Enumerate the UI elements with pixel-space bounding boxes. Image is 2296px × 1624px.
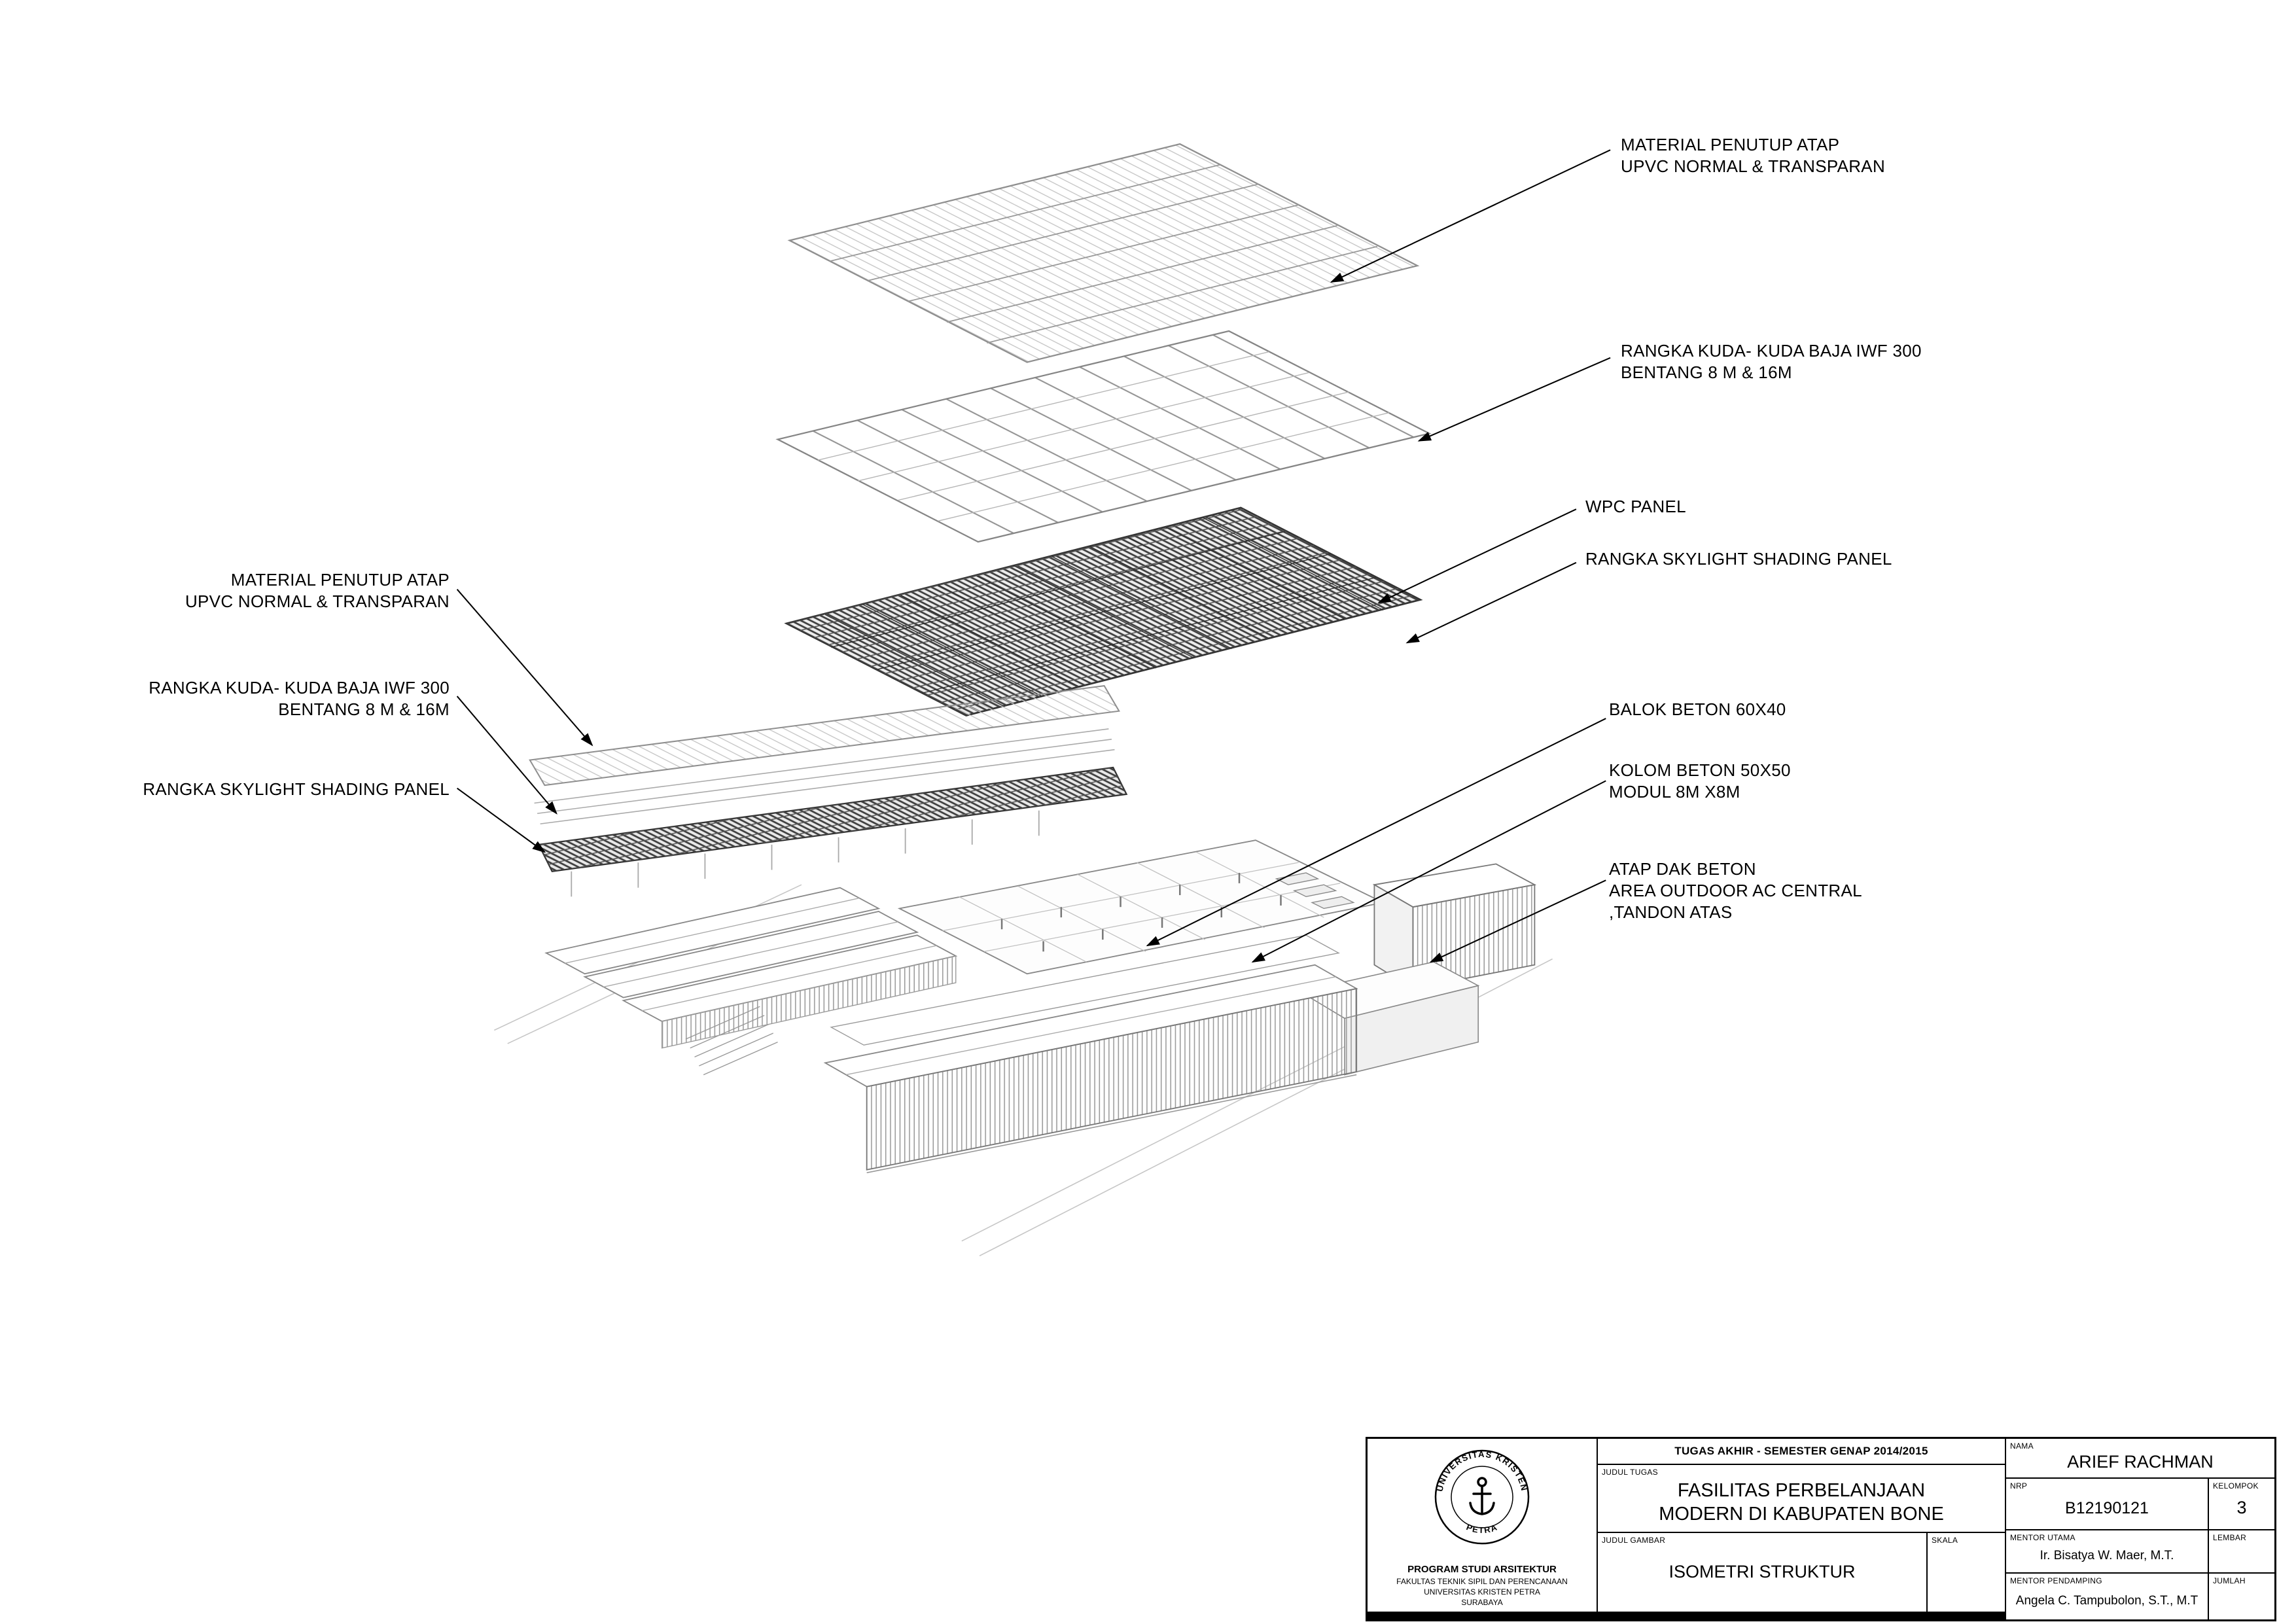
- jumlah-cell: JUMLAH: [2208, 1574, 2274, 1619]
- kelompok-label: KELOMPOK: [2213, 1481, 2259, 1491]
- annotation-line: MATERIAL PENUTUP ATAP: [1621, 135, 1840, 154]
- sheet-header: TUGAS AKHIR - SEMESTER GENAP 2014/2015: [1598, 1439, 2005, 1465]
- nama-label: NAMA: [2010, 1441, 2034, 1451]
- seal-text-bottom: PETRA: [1465, 1522, 1498, 1535]
- institution-cell: UNIVERSITAS KRISTEN PETRA PROGRAM STUDI …: [1368, 1439, 1598, 1619]
- annotation-line: UPVC NORMAL & TRANSPARAN: [185, 591, 450, 611]
- mentor-pendamping-cell: MENTOR PENDAMPING Angela C. Tampubolon, …: [2006, 1574, 2208, 1619]
- title-block-middle: TUGAS AKHIR - SEMESTER GENAP 2014/2015 J…: [1598, 1439, 2006, 1619]
- title-block: UNIVERSITAS KRISTEN PETRA PROGRAM STUDI …: [1366, 1437, 2276, 1621]
- layer-skylight-shading-top: [784, 506, 1423, 716]
- annotation-line: MATERIAL PENUTUP ATAP: [230, 570, 450, 590]
- project-title-line2: MODERN DI KABUPATEN BONE: [1659, 1503, 1944, 1525]
- judul-gambar-cell: JUDUL GAMBAR ISOMETRI STRUKTUR: [1598, 1533, 1926, 1619]
- layer-skylight-shading-left: [537, 766, 1128, 897]
- jumlah-label: JUMLAH: [2213, 1576, 2246, 1585]
- annotation-truss-top: RANGKA KUDA- KUDA BAJA IWF 300 BENTANG 8…: [1621, 340, 1922, 383]
- left-wing: [544, 887, 958, 1049]
- lembar-cell: LEMBAR: [2208, 1530, 2274, 1572]
- lembar-label: LEMBAR: [2213, 1533, 2247, 1542]
- layer-steel-truss-top: [775, 330, 1432, 543]
- annotation-line: BALOK BETON 60X40: [1609, 699, 1786, 719]
- project-title-line1: FASILITAS PERBELANJAAN: [1677, 1479, 1926, 1501]
- annotation-line: UPVC NORMAL & TRANSPARAN: [1621, 156, 1886, 176]
- judul-tugas-label: JUDUL TUGAS: [1602, 1468, 1658, 1477]
- mentor-utama-label: MENTOR UTAMA: [2010, 1533, 2075, 1542]
- annotation-line: KOLOM BETON 50X50: [1609, 760, 1791, 780]
- university-seal: UNIVERSITAS KRISTEN PETRA: [1435, 1449, 1530, 1545]
- skala-cell: SKALA: [1926, 1533, 2005, 1619]
- annotation-line: RANGKA KUDA- KUDA BAJA IWF 300: [1621, 341, 1922, 361]
- annotation-skylight-frame-right: RANGKA SKYLIGHT SHADING PANEL: [1585, 548, 1892, 570]
- kelompok-value: 3: [2236, 1498, 2247, 1517]
- student-nrp: B12190121: [2065, 1499, 2149, 1517]
- mentor-pendamping-label: MENTOR PENDAMPING: [2010, 1576, 2102, 1585]
- annotation-line: MODUL 8M X8M: [1609, 782, 1740, 802]
- right-block: [1372, 863, 1537, 990]
- annotation-line: RANGKA KUDA- KUDA BAJA IWF 300: [149, 678, 450, 697]
- front-block: [823, 964, 1358, 1174]
- mentor-utama-cell: MENTOR UTAMA Ir. Bisatya W. Maer, M.T.: [2006, 1530, 2208, 1572]
- annotation-line: AREA OUTDOOR AC CENTRAL: [1609, 881, 1862, 900]
- nrp-label: NRP: [2010, 1481, 2028, 1491]
- mentor-pendamping-name: Angela C. Tampubolon, S.T., M.T: [2015, 1594, 2199, 1608]
- institution-text: PROGRAM STUDI ARSITEKTUR FAKULTAS TEKNIK…: [1396, 1563, 1568, 1608]
- annotation-roof-material-left: MATERIAL PENUTUP ATAP UPVC NORMAL & TRAN…: [185, 569, 450, 612]
- annotation-kolom-beton: KOLOM BETON 50X50 MODUL 8M X8M: [1609, 760, 1791, 803]
- program-name: PROGRAM STUDI ARSITEKTUR: [1407, 1564, 1557, 1575]
- annotation-roof-material-top: MATERIAL PENUTUP ATAP UPVC NORMAL & TRAN…: [1621, 134, 1885, 177]
- annotation-line: RANGKA SKYLIGHT SHADING PANEL: [143, 779, 450, 799]
- annotation-balok-beton: BALOK BETON 60X40: [1609, 699, 1786, 720]
- concrete-columns: [1000, 873, 1282, 952]
- judul-gambar-label: JUDUL GAMBAR: [1602, 1536, 1666, 1545]
- leader-lines: [456, 149, 1611, 963]
- annotation-line: BENTANG 8 M & 16M: [278, 699, 450, 719]
- title-block-right: NAMA ARIEF RACHMAN NRP B12190121 KELOMPO…: [2006, 1439, 2274, 1619]
- nama-cell: NAMA ARIEF RACHMAN: [2006, 1439, 2274, 1479]
- faculty-name: FAKULTAS TEKNIK SIPIL DAN PERENCANAAN: [1396, 1577, 1568, 1586]
- annotation-line: BENTANG 8 M & 16M: [1621, 362, 1792, 382]
- drawing-title: ISOMETRI STRUKTUR: [1669, 1561, 1856, 1581]
- student-name: ARIEF RACHMAN: [2067, 1452, 2214, 1472]
- annotation-line: WPC PANEL: [1585, 497, 1686, 516]
- layer-roof-sheet-left: [529, 685, 1120, 786]
- anchor-icon: [1469, 1477, 1495, 1515]
- svg-text:PETRA: PETRA: [1465, 1522, 1499, 1535]
- city-name: SURABAYA: [1461, 1598, 1503, 1607]
- layer-steel-truss-left: [534, 728, 1115, 824]
- ac-units: [1275, 872, 1355, 909]
- judul-tugas-cell: JUDUL TUGAS FASILITAS PERBELANJAAN MODER…: [1598, 1465, 2005, 1533]
- annotation-wpc-panel: WPC PANEL: [1585, 496, 1686, 518]
- university-name: UNIVERSITAS KRISTEN PETRA: [1424, 1587, 1540, 1597]
- nrp-cell: NRP B12190121: [2006, 1479, 2208, 1529]
- annotation-line: RANGKA SKYLIGHT SHADING PANEL: [1585, 549, 1892, 569]
- mentor-utama-name: Ir. Bisatya W. Maer, M.T.: [2040, 1549, 2174, 1562]
- annotation-truss-left: RANGKA KUDA- KUDA BAJA IWF 300 BENTANG 8…: [149, 677, 450, 720]
- skala-label: SKALA: [1932, 1536, 1958, 1545]
- annotation-skylight-frame-left: RANGKA SKYLIGHT SHADING PANEL: [143, 779, 450, 800]
- annotation-line: ,TANDON ATAS: [1609, 902, 1733, 922]
- layer-roof-sheet-top: [787, 143, 1420, 363]
- building-mass: [493, 839, 1553, 1257]
- kelompok-cell: KELOMPOK 3: [2208, 1479, 2274, 1529]
- annotation-atap-dak: ATAP DAK BETON AREA OUTDOOR AC CENTRAL ,…: [1609, 858, 1862, 923]
- annotation-line: ATAP DAK BETON: [1609, 859, 1756, 879]
- stairs: [685, 1006, 778, 1076]
- title-block-bottom-bar: [1368, 1612, 2005, 1619]
